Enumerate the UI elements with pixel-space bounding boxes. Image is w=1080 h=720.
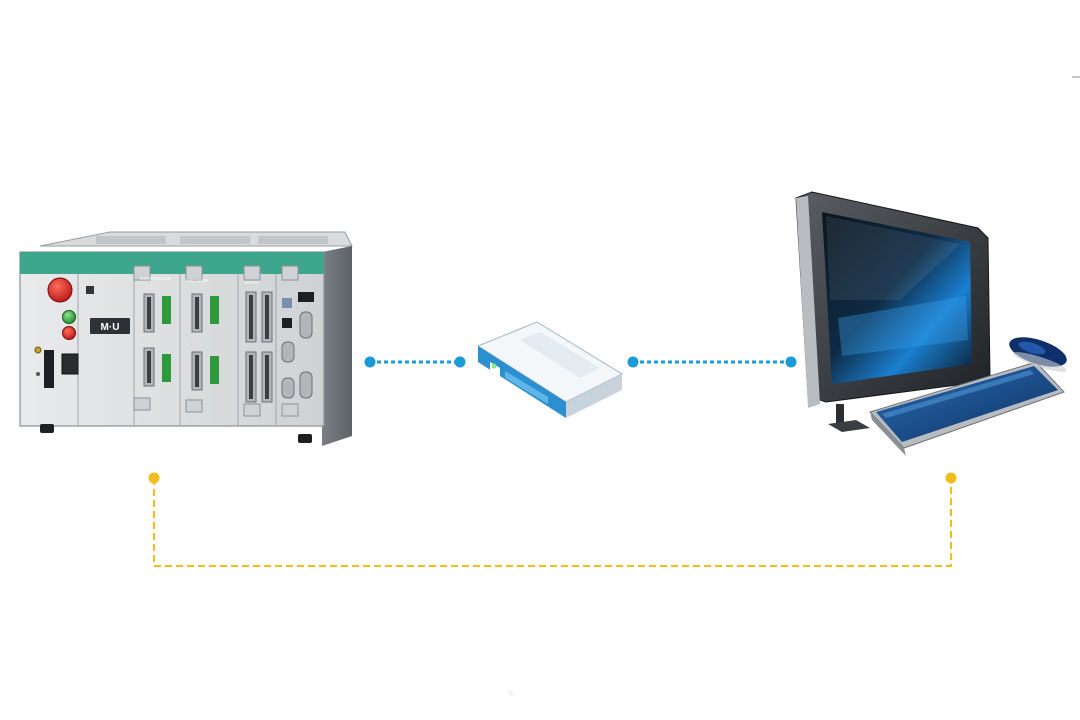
network-switch bbox=[476, 321, 624, 697]
controller-unit: CONTROLLER ENCODER SERVO M·U bbox=[19, 231, 353, 446]
controller-brand-label: M·U bbox=[101, 322, 120, 333]
stop-button bbox=[62, 326, 76, 340]
start-button bbox=[62, 310, 76, 324]
monitor-screen bbox=[822, 212, 972, 384]
link-controller-computer bbox=[148, 472, 957, 567]
controller-accent-band bbox=[20, 252, 324, 274]
panel-label-1: ENCODER bbox=[186, 278, 209, 283]
link-switch-computer bbox=[627, 356, 797, 368]
emergency-stop-button bbox=[47, 277, 73, 303]
panel-label-2: SERVO bbox=[244, 280, 260, 285]
link-controller-switch bbox=[364, 356, 466, 368]
computer bbox=[795, 191, 1067, 456]
keyboard bbox=[876, 366, 1058, 442]
panel-label-0: CONTROLLER bbox=[140, 276, 172, 281]
corner-mark bbox=[1072, 76, 1080, 78]
